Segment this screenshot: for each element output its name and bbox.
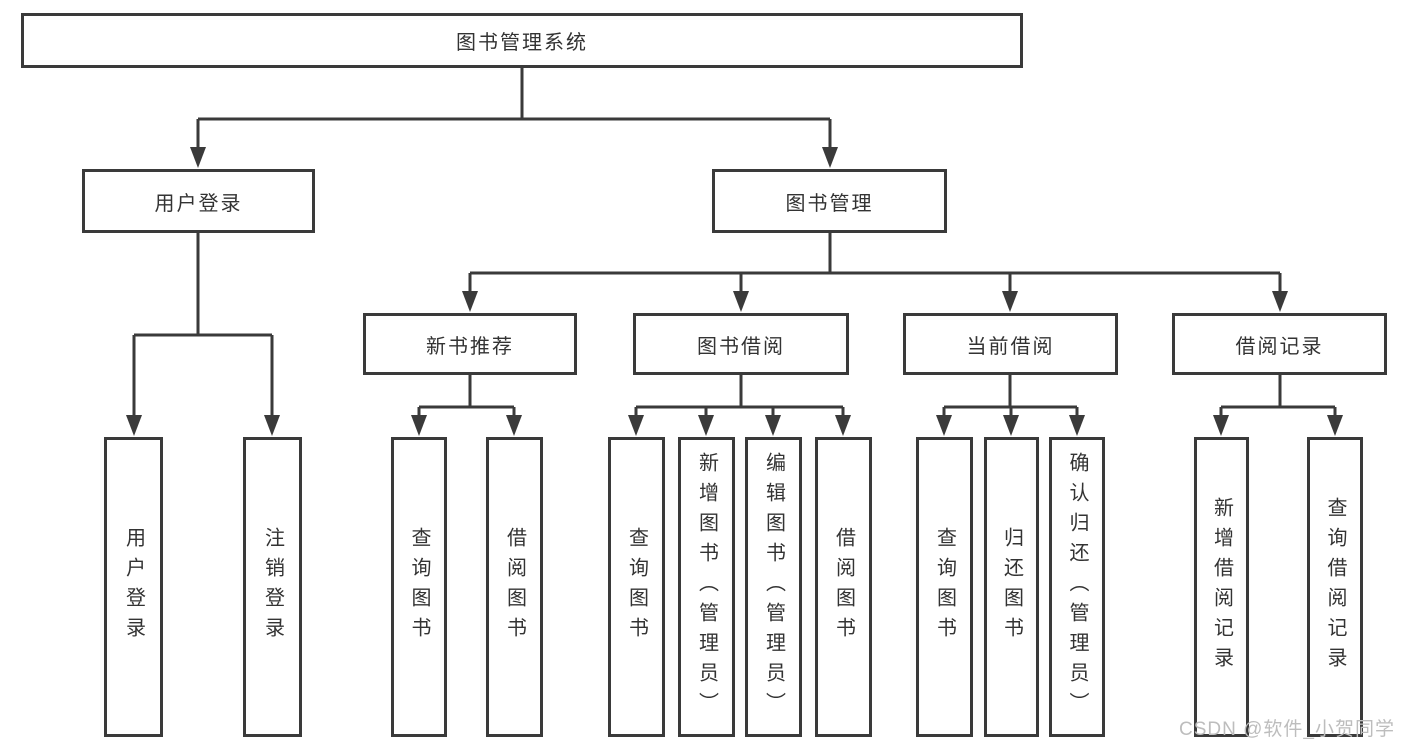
arrowhead (628, 415, 644, 436)
arrowhead (936, 415, 952, 436)
arrowhead (698, 415, 714, 436)
arrowhead (1069, 415, 1085, 436)
watermark: CSDN @软件_小贺同学 (1179, 719, 1395, 740)
leaf-query-books-current-label: 查询图书 (933, 527, 956, 647)
arrowhead (462, 291, 478, 312)
node-user-login-label: 用户登录 (154, 192, 243, 215)
node-book-management-label: 图书管理 (785, 192, 874, 215)
leaf-query-books-current: 查询图书 (916, 437, 973, 737)
leaf-borrow-books-recommend: 借阅图书 (486, 437, 543, 737)
arrowhead (765, 415, 781, 436)
leaf-return-books-label: 归还图书 (1000, 527, 1023, 647)
leaf-borrow-books: 借阅图书 (815, 437, 872, 737)
node-root: 图书管理系统 (21, 13, 1023, 68)
leaf-add-borrow-record: 新增借阅记录 (1194, 437, 1249, 737)
node-borrow-records: 借阅记录 (1172, 313, 1387, 375)
arrowhead (733, 291, 749, 312)
arrowhead (190, 147, 206, 168)
leaf-query-books-borrow: 查询图书 (608, 437, 665, 737)
node-root-label: 图书管理系统 (456, 32, 588, 54)
arrowhead (411, 415, 427, 436)
leaf-add-borrow-record-label: 新增借阅记录 (1210, 497, 1233, 677)
arrowhead (126, 415, 142, 436)
arrowheads (126, 147, 1343, 436)
leaf-borrow-books-recommend-label: 借阅图书 (503, 527, 526, 647)
leaf-return-books: 归还图书 (984, 437, 1039, 737)
arrowhead (1002, 291, 1018, 312)
leaf-logout-label: 注销登录 (261, 527, 284, 647)
node-book-borrow: 图书借阅 (633, 313, 849, 375)
node-book-borrow-label: 图书借阅 (697, 335, 785, 358)
arrowhead (1272, 291, 1288, 312)
leaf-edit-books-admin: 编辑图书（管理员） (745, 437, 802, 737)
arrowhead (264, 415, 280, 436)
arrowhead (835, 415, 851, 436)
leaf-confirm-return-admin: 确认归还（管理员） (1049, 437, 1105, 737)
leaf-edit-books-admin-label: 编辑图书（管理员） (762, 452, 785, 722)
node-current-borrow: 当前借阅 (903, 313, 1118, 375)
arrowhead (1003, 415, 1019, 436)
leaf-query-borrow-record: 查询借阅记录 (1307, 437, 1363, 737)
leaf-query-books-borrow-label: 查询图书 (625, 527, 648, 647)
leaf-borrow-books-label: 借阅图书 (832, 527, 855, 647)
leaf-query-books-recommend: 查询图书 (391, 437, 447, 737)
leaf-user-login: 用户登录 (104, 437, 163, 737)
node-borrow-records-label: 借阅记录 (1235, 335, 1324, 358)
leaf-logout: 注销登录 (243, 437, 302, 737)
connector-path (132, 68, 1337, 418)
arrowhead (506, 415, 522, 436)
arrowhead (1327, 415, 1343, 436)
leaf-query-books-recommend-label: 查询图书 (408, 527, 430, 647)
node-new-book-recommend: 新书推荐 (363, 313, 577, 375)
leaf-add-books-admin-label: 新增图书（管理员） (695, 452, 718, 722)
node-current-borrow-label: 当前借阅 (966, 335, 1055, 358)
leaf-user-login-label: 用户登录 (122, 527, 145, 647)
node-new-book-recommend-label: 新书推荐 (426, 335, 514, 358)
arrowhead (822, 147, 838, 168)
node-book-management: 图书管理 (712, 169, 947, 233)
leaf-confirm-return-admin-label: 确认归还（管理员） (1066, 452, 1088, 722)
node-user-login: 用户登录 (82, 169, 315, 233)
arrowhead (1213, 415, 1229, 436)
leaf-query-borrow-record-label: 查询借阅记录 (1324, 497, 1346, 677)
leaf-add-books-admin: 新增图书（管理员） (678, 437, 735, 737)
